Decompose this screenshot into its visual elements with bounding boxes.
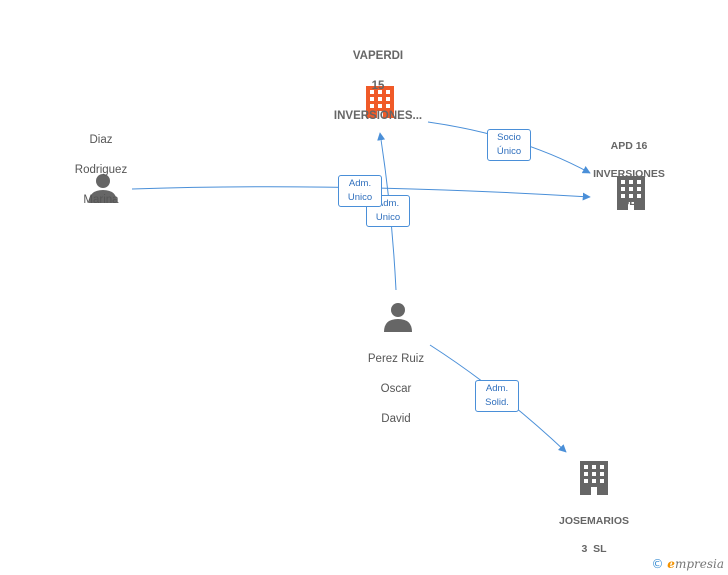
node-label-line: 15 bbox=[371, 80, 385, 92]
node-label-perez[interactable]: Perez Ruiz Oscar David bbox=[341, 337, 451, 442]
brand-name: mpresia bbox=[674, 557, 724, 571]
node-label-line: Diaz bbox=[89, 134, 113, 146]
building-icon[interactable] bbox=[617, 176, 645, 210]
node-label-line: Marina bbox=[83, 194, 119, 206]
edge-label-adm-unico-diaz[interactable]: Adm. Unico bbox=[338, 175, 382, 207]
edge-label-line: Adm. bbox=[348, 178, 372, 189]
edge-label-line: Unico bbox=[347, 192, 373, 203]
edge-label-adm-unico-perez[interactable]: Adm. Unico bbox=[366, 195, 410, 227]
node-label-line: SL bbox=[622, 196, 636, 208]
node-label-line: VAPERDI bbox=[352, 50, 404, 62]
node-label-line: INVERSIONES bbox=[593, 168, 665, 180]
node-label-diaz[interactable]: Diaz Rodriguez Marina bbox=[46, 118, 156, 223]
brand-logo[interactable]: © empresia bbox=[651, 557, 724, 571]
node-label-line: INVERSIONES... bbox=[333, 110, 423, 122]
edge-label-socio-unico[interactable]: Socio Único bbox=[487, 129, 531, 161]
node-label-vaperdi[interactable]: VAPERDI 15 INVERSIONES... bbox=[318, 34, 438, 139]
edge-label-adm-solid[interactable]: Adm. Solid. bbox=[475, 380, 519, 412]
edge-label-line: Unico bbox=[375, 212, 401, 223]
building-icon[interactable] bbox=[366, 86, 394, 118]
node-label-line: Perez Ruiz bbox=[367, 353, 425, 365]
edge-label-line: Adm. bbox=[376, 198, 400, 209]
node-label-line: Oscar bbox=[380, 383, 412, 395]
node-label-josemarios[interactable]: JOSEMARIOS 3 SL bbox=[534, 500, 654, 570]
building-icon[interactable] bbox=[580, 461, 608, 495]
edge-label-line: Adm. bbox=[485, 383, 509, 394]
person-icon[interactable] bbox=[384, 303, 412, 332]
node-label-line: David bbox=[381, 413, 411, 425]
copyright-icon: © bbox=[651, 557, 664, 571]
edge-label-line: Único bbox=[496, 146, 522, 157]
node-label-apd16[interactable]: APD 16 INVERSIONES SL bbox=[574, 125, 684, 223]
brand-initial: e bbox=[667, 557, 675, 571]
node-label-line: Rodriguez bbox=[74, 164, 128, 176]
edge-label-line: Solid. bbox=[485, 397, 509, 408]
node-label-line: JOSEMARIOS bbox=[558, 515, 629, 527]
person-icon[interactable] bbox=[89, 174, 117, 203]
node-label-line: APD 16 bbox=[610, 140, 648, 152]
node-label-line: 3 SL bbox=[581, 543, 607, 555]
edge-label-line: Socio bbox=[497, 132, 521, 143]
